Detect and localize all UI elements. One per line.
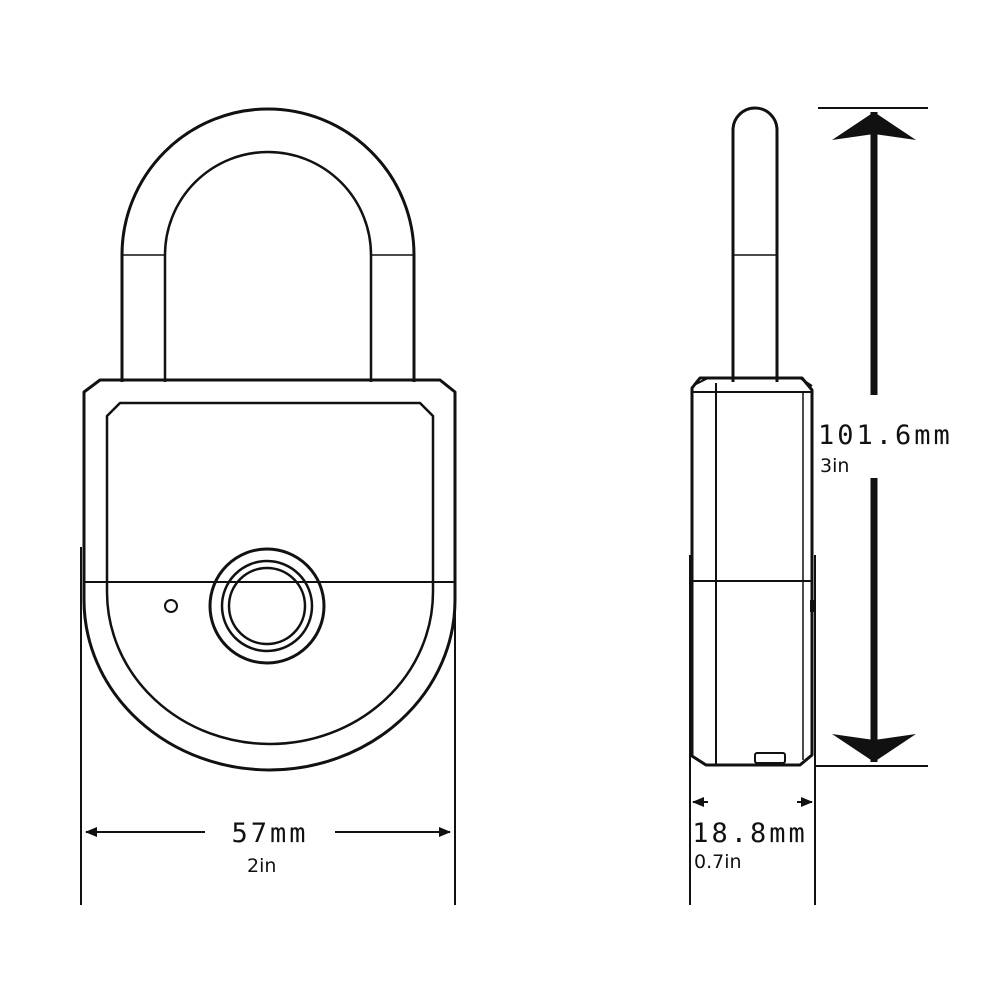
- side-body-outer: [690, 376, 814, 767]
- fingerprint-sensor-ring: [220, 559, 314, 653]
- front-body-outer: [82, 378, 457, 772]
- usb-port: [754, 752, 786, 764]
- depth-metric-label: 18.8mm: [692, 818, 808, 849]
- front-body-inner: [105, 401, 435, 746]
- fingerprint-sensor-outer: [208, 547, 326, 665]
- height-metric-label: 101.6mm: [818, 420, 953, 451]
- front-shackle-inner: [163, 150, 373, 382]
- width-dimension: [80, 547, 456, 905]
- width-imperial-label: 2in: [247, 855, 276, 877]
- side-body-top-cap: [692, 377, 813, 393]
- depth-imperial-label: 0.7in: [694, 851, 742, 873]
- height-dimension: [815, 107, 928, 767]
- front-shackle: [120, 107, 416, 382]
- height-imperial-label: 3in: [820, 455, 849, 477]
- side-view: [690, 106, 814, 767]
- side-shackle: [731, 106, 779, 382]
- width-metric-label: 57mm: [231, 818, 308, 849]
- front-view: [82, 107, 457, 772]
- led-indicator: [164, 599, 178, 613]
- depth-dimension: [689, 555, 816, 905]
- fingerprint-sensor-pad: [227, 566, 307, 646]
